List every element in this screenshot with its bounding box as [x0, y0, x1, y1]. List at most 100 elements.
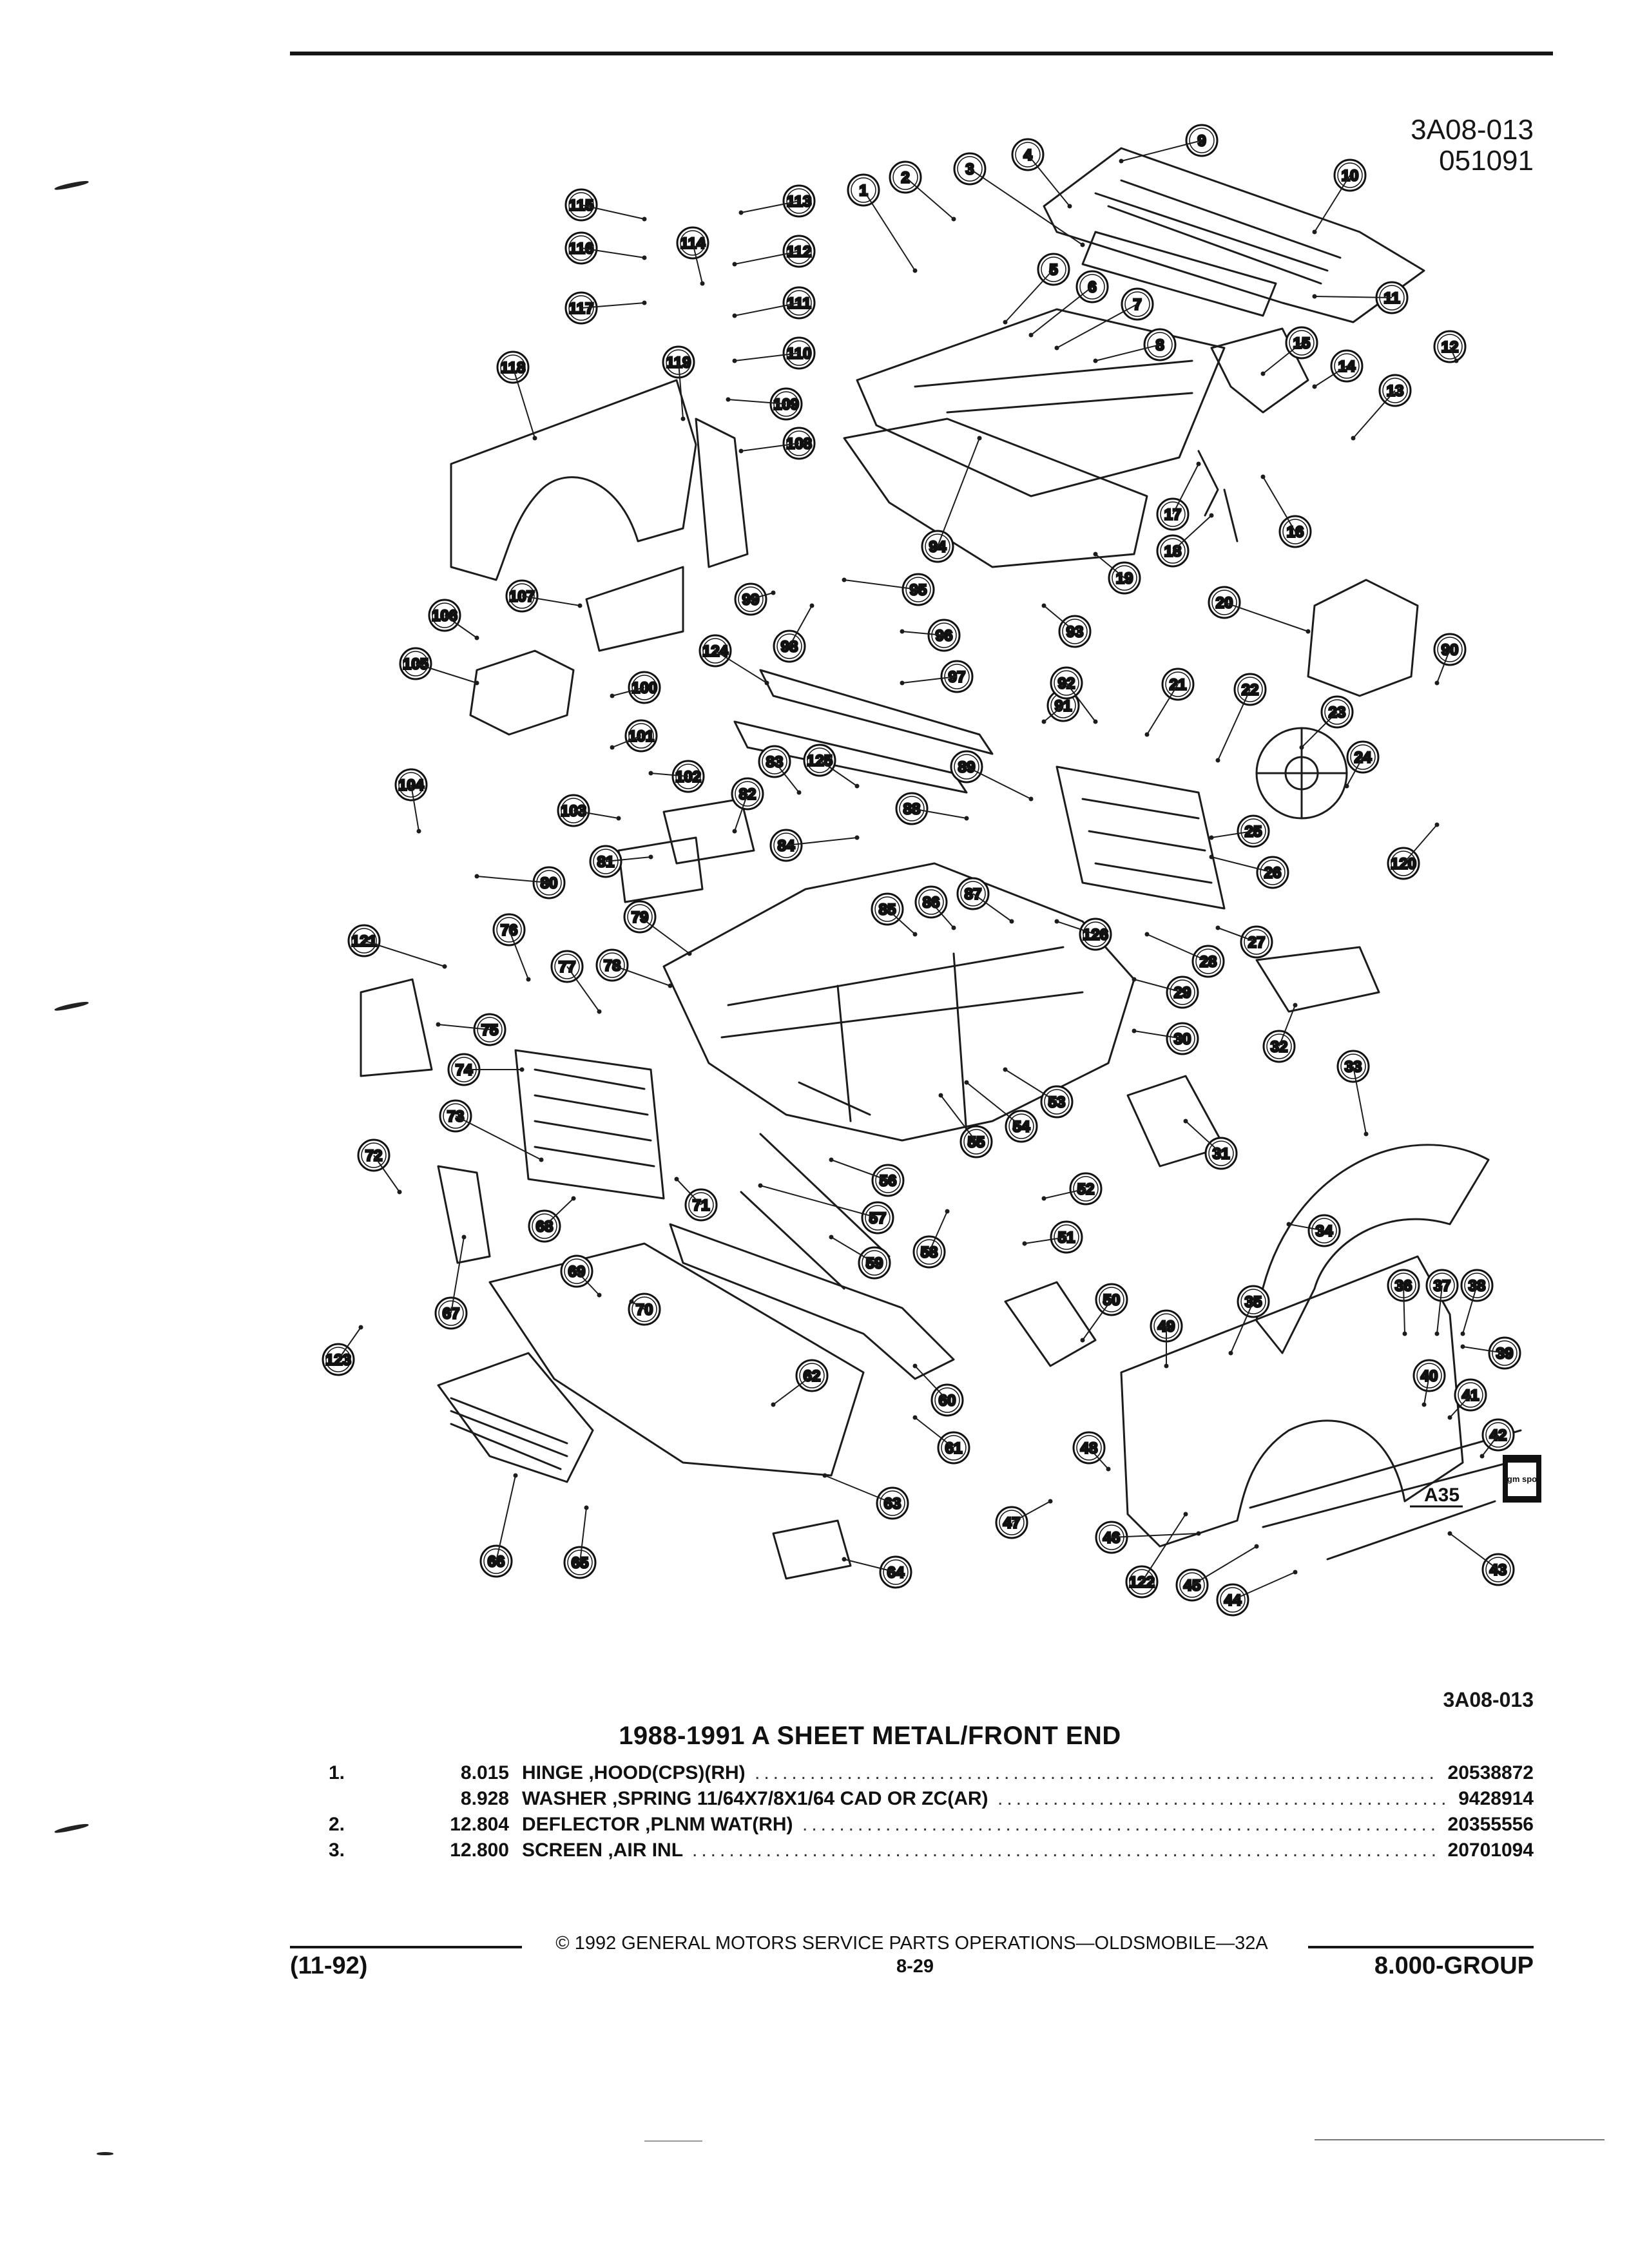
footer-group: 8.000-GROUP	[1374, 1952, 1534, 1979]
callout-leader-line	[819, 760, 858, 787]
callout-leader-line	[937, 437, 980, 547]
leader-arrowhead	[1293, 1003, 1298, 1008]
leader-arrowhead	[1196, 1531, 1201, 1536]
callout-number: 50	[1103, 1292, 1121, 1309]
callout-bubble: 123	[322, 1343, 355, 1376]
callout-leader-line	[1449, 346, 1457, 361]
callout-leader-line	[1403, 824, 1438, 864]
front-fascia-drawing	[488, 1242, 865, 1477]
leader-arrowhead	[842, 577, 847, 582]
callout-leader-line	[1027, 154, 1070, 207]
leader-arrowhead	[1351, 436, 1356, 441]
group-number: 8.015	[460, 1762, 509, 1783]
binder-mark	[97, 2152, 113, 2155]
callout-leader-line	[1288, 1224, 1325, 1231]
callout-leader-line	[612, 687, 645, 697]
callout-leader-line	[831, 1159, 889, 1181]
leader-arrowhead	[1260, 371, 1266, 376]
callout-leader-line	[1191, 1546, 1257, 1586]
leader-arrowhead	[1422, 1402, 1427, 1407]
leader-arrowhead	[584, 1505, 589, 1510]
callout-leader-line	[579, 1507, 587, 1563]
callout-leader-line	[1278, 1004, 1296, 1047]
leader-dots: ........................................…	[692, 1840, 1435, 1861]
callout-leader-line	[734, 352, 800, 361]
leader-arrowhead	[1299, 745, 1304, 750]
callout-number: 11	[1383, 290, 1400, 307]
leader-arrowhead	[1312, 384, 1317, 389]
callout-leader-line	[1262, 476, 1296, 532]
parts-row: 1. 8.015 HINGE ,HOOD(CPS)(RH) 20538872 .…	[329, 1760, 1534, 1786]
callout-leader-line	[1301, 711, 1338, 748]
callout-number: 39	[1496, 1345, 1514, 1363]
callout-leader-line	[544, 1198, 574, 1227]
callout-leader-line	[1005, 269, 1054, 323]
callout-leader-line	[410, 784, 419, 832]
callout-leader-line	[914, 1365, 948, 1401]
leader-arrowhead	[1209, 835, 1214, 840]
top-rule	[290, 52, 1553, 55]
callout-leader-line	[612, 735, 642, 748]
callout-bubble: 122	[1125, 1565, 1159, 1599]
callout-leader-line	[1217, 689, 1251, 761]
callout-leader-line	[760, 1185, 878, 1218]
leader-arrowhead	[1209, 854, 1214, 860]
diagram-badge-label: A35	[1424, 1485, 1460, 1506]
callout-leader-line	[1314, 175, 1351, 233]
leader-arrowhead	[1306, 629, 1311, 634]
callout-leader-line	[438, 1024, 490, 1030]
callout-leader-line	[843, 1559, 896, 1573]
leader-arrowhead	[1434, 822, 1440, 827]
callout-leader-line	[581, 247, 645, 258]
item-number: 3.	[329, 1840, 345, 1861]
callout-leader-line	[1262, 342, 1302, 374]
leader-arrowhead	[1460, 1331, 1465, 1336]
leader-arrowhead	[680, 416, 686, 421]
radiator-drawing	[514, 1049, 665, 1200]
leader-arrowhead	[1054, 919, 1059, 924]
footer-page-number: 8-29	[896, 1956, 934, 1977]
leader-arrowhead	[1480, 1454, 1485, 1459]
leader-arrowhead	[1106, 1466, 1111, 1472]
leader-arrowhead	[1144, 932, 1150, 937]
leader-arrowhead	[1132, 1028, 1137, 1033]
leader-arrowhead	[461, 1235, 467, 1240]
bottom-faint-line	[644, 2140, 702, 2142]
callout-number: 68	[536, 1218, 554, 1236]
callout-leader-line	[1232, 1571, 1296, 1600]
leader-dots: ........................................…	[802, 1814, 1435, 1835]
callout-number: 123	[325, 1352, 351, 1369]
callout-number: 122	[1129, 1574, 1155, 1591]
callout-leader-line	[650, 773, 689, 777]
leader-arrowhead	[964, 1080, 969, 1085]
callout-number: 29	[1174, 985, 1191, 1002]
part-number: 20538872	[1447, 1762, 1534, 1783]
callout-number: 102	[675, 769, 701, 786]
callout-number: 63	[884, 1495, 901, 1513]
callout-number: 30	[1174, 1031, 1191, 1048]
figure-ref-lower: 3A08-013	[1443, 1688, 1534, 1711]
callout-leader-line	[1436, 649, 1451, 684]
leader-arrowhead	[822, 1473, 827, 1478]
callout-leader-line	[831, 1236, 875, 1264]
gm-spo-logo: gm spo	[1503, 1455, 1541, 1503]
leader-arrowhead	[945, 1209, 950, 1214]
leader-arrowhead	[1254, 1544, 1259, 1549]
footer-copyright: © 1992 GENERAL MOTORS SERVICE PARTS OPER…	[555, 1933, 1268, 1954]
callout-number: 84	[778, 838, 795, 855]
part-number: 9428914	[1458, 1788, 1534, 1809]
figure-ref-date: 051091	[1439, 145, 1534, 177]
callout-leader-line	[1088, 1447, 1109, 1470]
callout-leader-line	[929, 1211, 948, 1253]
leader-arrowhead	[1048, 1499, 1053, 1504]
callout-number: 99	[742, 591, 760, 609]
callout-leader-line	[512, 367, 535, 439]
leader-dots: ........................................…	[998, 1788, 1445, 1809]
part-description: DEFLECTOR ,PLNM WAT(RH)	[522, 1814, 793, 1835]
leader-arrowhead	[977, 436, 982, 441]
callout-number: 26	[1264, 865, 1282, 882]
group-number: 8.928	[460, 1788, 509, 1809]
callout-leader-line	[1024, 1236, 1067, 1244]
leader-arrowhead	[1196, 461, 1201, 466]
